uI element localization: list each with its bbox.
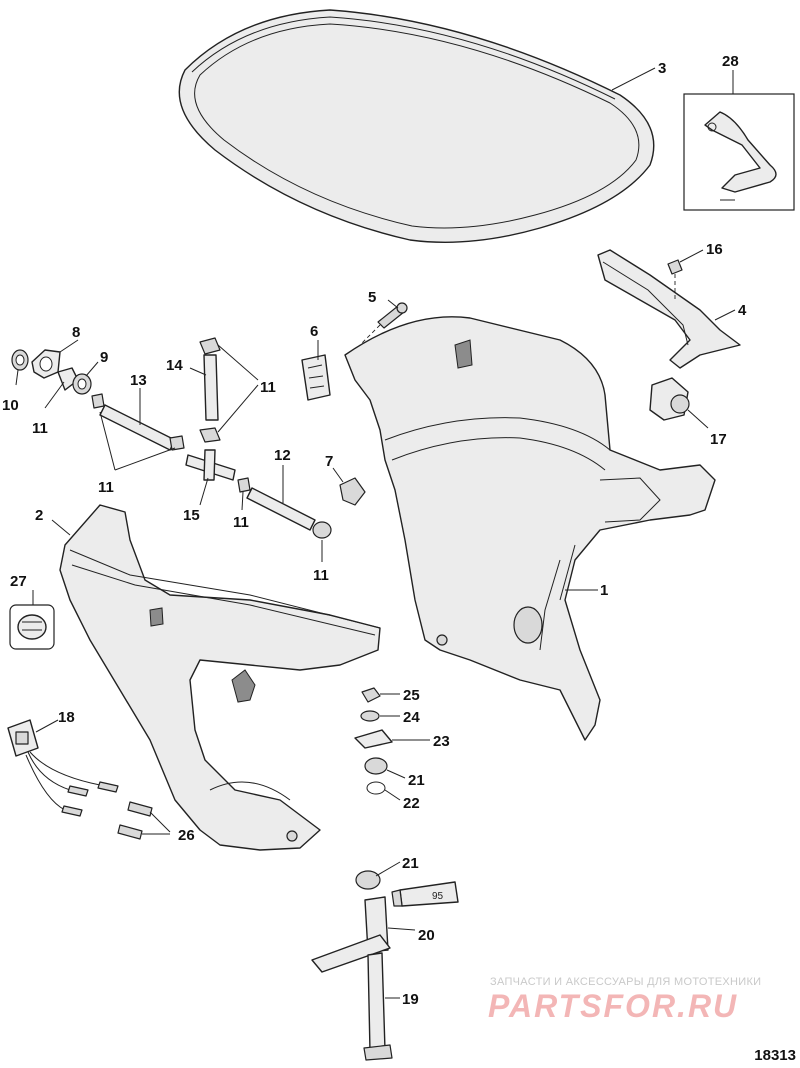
callout-24: 24	[403, 709, 420, 726]
lever-and-bolt-parts	[311, 881, 459, 1061]
hose-parts	[91, 337, 332, 539]
callout-27: 27	[10, 573, 27, 590]
callout-22: 22	[403, 795, 420, 812]
clip-inset-box	[683, 93, 795, 211]
switch-harness-part	[7, 719, 119, 817]
callout-2: 2	[35, 507, 43, 524]
callout-28: 28	[722, 53, 739, 70]
callout-11-c: 11	[98, 479, 114, 496]
plug-part-27	[9, 604, 55, 650]
callout-10: 10	[2, 397, 19, 414]
callout-17: 17	[710, 431, 727, 448]
watermark-caption: ЗАПЧАСТИ И АКСЕССУАРЫ ДЛЯ МОТОТЕХНИКИ	[490, 976, 762, 988]
rear-bracket-part	[597, 249, 741, 369]
callout-25: 25	[403, 687, 420, 704]
callout-4: 4	[738, 302, 747, 319]
upper-cowl-part	[344, 316, 716, 741]
terminal-parts	[117, 801, 153, 840]
seal-ring-part	[178, 9, 655, 243]
figure-number: 18313	[754, 1047, 796, 1064]
callout-11-b: 11	[260, 379, 276, 396]
callout-11-d: 11	[233, 514, 249, 531]
callout-12: 12	[274, 447, 291, 464]
callout-21-b: 21	[402, 855, 419, 872]
clip-part-7	[339, 477, 366, 506]
callout-21-a: 21	[408, 772, 425, 789]
callout-26: 26	[178, 827, 195, 844]
bolt-part-5	[359, 302, 408, 346]
latch-part	[649, 377, 690, 421]
callout-8: 8	[72, 324, 80, 341]
callout-23: 23	[433, 733, 450, 750]
callout-3: 3	[658, 60, 666, 77]
callout-9: 9	[100, 349, 108, 366]
grommet-parts	[11, 349, 92, 395]
callout-11-e: 11	[313, 567, 329, 584]
callout-14: 14	[166, 357, 183, 374]
callout-19: 19	[402, 991, 419, 1008]
small-hardware-parts	[354, 687, 393, 890]
bracket-part-6	[301, 354, 331, 401]
tube-label-95: 95	[432, 891, 444, 902]
callout-13: 13	[130, 372, 147, 389]
callout-5: 5	[368, 289, 376, 306]
screw-part-16	[667, 259, 683, 300]
callout-6: 6	[310, 323, 318, 340]
callout-16: 16	[706, 241, 723, 258]
callout-11-a: 11	[32, 420, 48, 437]
callout-18: 18	[58, 709, 75, 726]
callout-7: 7	[325, 453, 333, 470]
callout-20: 20	[418, 927, 435, 944]
callout-1: 1	[600, 582, 608, 599]
callout-15: 15	[183, 507, 200, 524]
watermark-logo: PARTSFOR.RU	[488, 988, 739, 1024]
leader-lines	[15, 67, 736, 999]
lower-cowl-part	[59, 504, 381, 851]
callout-labels: 3 28 16 4 5 6 17 7 1 8 9 10 11 13 14 11 …	[2, 53, 747, 1008]
